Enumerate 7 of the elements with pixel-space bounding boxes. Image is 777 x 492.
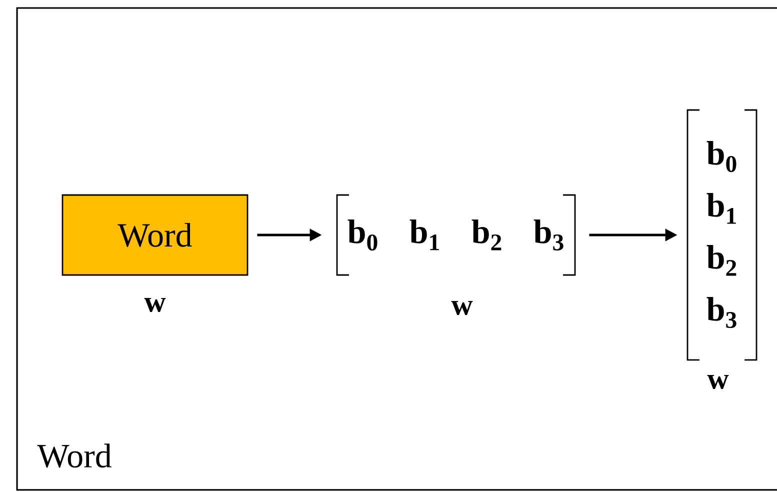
column-vector: b$_{0}$ b$_{1}$ b$_{2}$ b$_{3}$ [686,109,758,361]
word-box: Word [62,194,248,276]
vector-name: w [144,298,166,312]
vector-name: w [707,374,729,390]
vector-name: w [451,300,473,316]
caption-label: Word [37,444,112,468]
row-vector: b$_{0}$ b$_{1}$ b$_{2}$ b$_{3}$ [336,194,576,276]
